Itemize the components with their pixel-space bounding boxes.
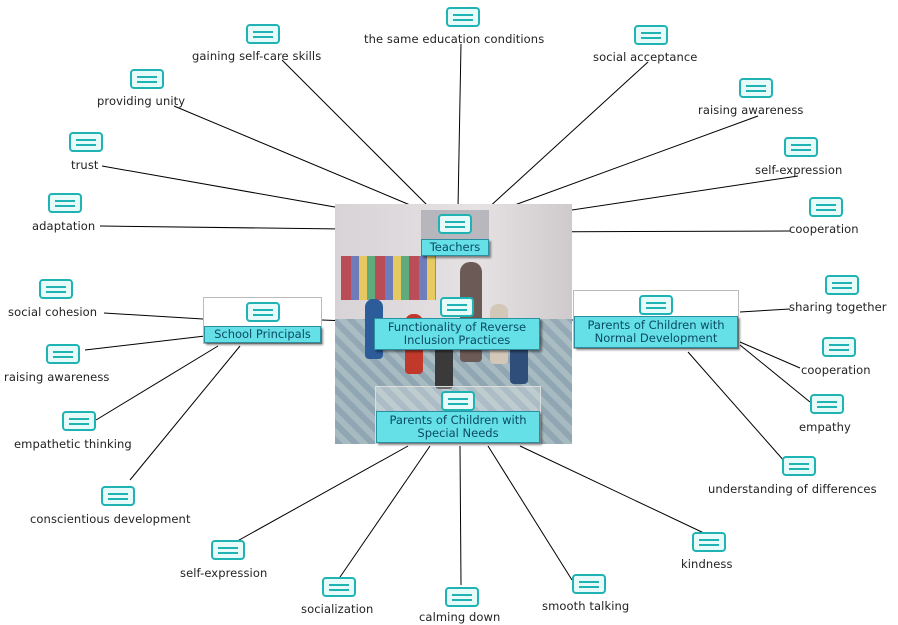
leaf-label: social acceptance: [593, 50, 698, 64]
photo-bulletin-board: [341, 256, 436, 300]
document-icon[interactable]: [810, 394, 844, 414]
connector-line: [489, 115, 759, 215]
leaf-label: self-expression: [180, 566, 268, 580]
document-icon: [440, 297, 474, 317]
document-icon[interactable]: [445, 587, 479, 607]
document-icon[interactable]: [211, 540, 245, 560]
document-icon[interactable]: [246, 24, 280, 44]
leaf-label: trust: [71, 158, 99, 172]
document-icon[interactable]: [572, 574, 606, 594]
document-icon[interactable]: [69, 132, 103, 152]
leaf-label: social cohesion: [8, 305, 98, 319]
connector-line: [739, 344, 811, 403]
leaf-label: smooth talking: [542, 599, 630, 613]
document-icon: [441, 391, 475, 411]
leaf-label: conscientious development: [30, 512, 191, 526]
leaf-label: adaptation: [32, 219, 96, 233]
connector-line: [687, 351, 786, 463]
leaf-label: kindness: [681, 557, 733, 571]
document-icon[interactable]: [809, 197, 843, 217]
connector-line: [129, 345, 241, 481]
hub-label: Parents of Children with Normal Developm…: [574, 316, 738, 348]
connector-line: [739, 341, 801, 369]
hub-label: Teachers: [421, 239, 489, 256]
connector-line: [457, 43, 462, 209]
connector-line: [519, 445, 707, 535]
document-icon: [438, 214, 472, 234]
leaf-label: sharing together: [789, 300, 887, 314]
leaf-label: providing unity: [97, 94, 186, 108]
connector-line: [173, 105, 423, 211]
leaf-label: raising awareness: [4, 370, 110, 384]
connector-line: [459, 445, 462, 586]
leaf-label: cooperation: [801, 363, 871, 377]
document-icon: [639, 295, 673, 315]
document-icon[interactable]: [46, 344, 80, 364]
hub-label: School Principals: [204, 326, 321, 343]
hub-parents-normal[interactable]: Parents of Children with Normal Developm…: [573, 290, 739, 349]
hub-label: Functionality of Reverse Inclusion Pract…: [374, 318, 540, 350]
leaf-label: empathetic thinking: [14, 437, 132, 451]
document-icon[interactable]: [692, 532, 726, 552]
document-icon[interactable]: [634, 25, 668, 45]
document-icon[interactable]: [322, 577, 356, 597]
leaf-label: empathy: [799, 420, 851, 434]
leaf-label: calming down: [419, 610, 501, 624]
connector-line: [739, 308, 791, 313]
document-icon[interactable]: [62, 411, 96, 431]
hub-school-principals[interactable]: School Principals: [203, 297, 322, 344]
connector-line: [103, 312, 204, 320]
connector-line: [337, 445, 431, 581]
connector-line: [487, 445, 573, 581]
document-icon[interactable]: [446, 7, 480, 27]
connector-line: [231, 445, 409, 545]
leaf-label: cooperation: [789, 222, 859, 236]
connector-line: [281, 59, 431, 209]
document-icon[interactable]: [39, 279, 73, 299]
document-icon[interactable]: [101, 486, 135, 506]
leaf-label: self-expression: [755, 163, 843, 177]
hub-teachers[interactable]: Teachers: [421, 210, 489, 256]
document-icon[interactable]: [825, 275, 859, 295]
hub-parents-special[interactable]: Parents of Children with Special Needs: [375, 386, 541, 444]
connector-line: [95, 345, 219, 421]
document-icon[interactable]: [130, 69, 164, 89]
leaf-label: gaining self-care skills: [192, 49, 322, 63]
document-icon[interactable]: [782, 456, 816, 476]
document-icon[interactable]: [784, 137, 818, 157]
connector-line: [84, 335, 206, 351]
leaf-label: the same education conditions: [364, 32, 545, 46]
hub-label: Parents of Children with Special Needs: [376, 411, 540, 443]
document-icon[interactable]: [48, 193, 82, 213]
document-icon: [245, 302, 280, 322]
leaf-label: understanding of differences: [708, 482, 877, 496]
leaf-label: socialization: [301, 602, 374, 616]
leaf-label: raising awareness: [698, 103, 804, 117]
hub-center-topic[interactable]: Functionality of Reverse Inclusion Pract…: [374, 293, 540, 350]
document-icon[interactable]: [822, 337, 856, 357]
document-icon[interactable]: [739, 78, 773, 98]
connector-line: [485, 61, 649, 211]
